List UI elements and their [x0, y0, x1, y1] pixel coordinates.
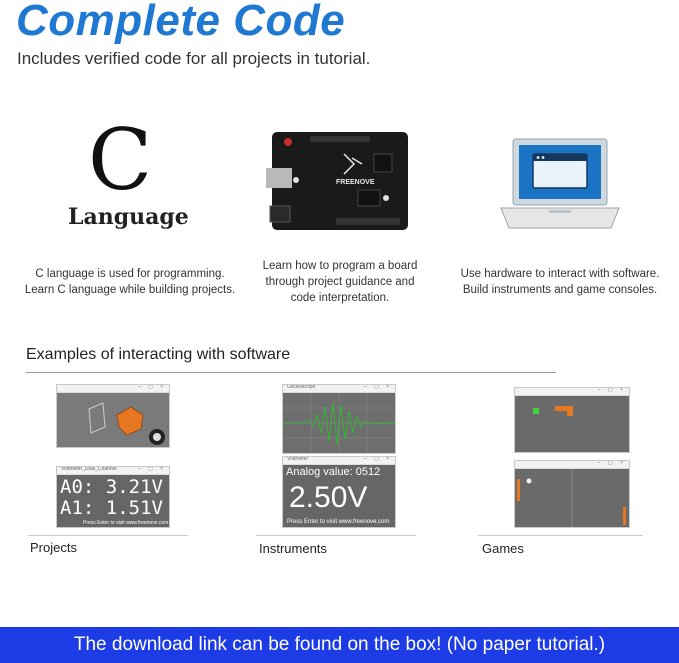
voltmeter-dual-pane: A0: 3.21V A1: 1.51V Press Enter to visit…: [57, 475, 169, 527]
pong-game-window: – ▢ ×: [514, 460, 630, 528]
instruments-label: Instruments: [259, 541, 327, 556]
c-logo-word: Language: [68, 204, 189, 230]
board-image: FREENOVE: [266, 132, 408, 230]
window-title: Voltmeter: [287, 456, 309, 462]
cube-scene: [57, 393, 169, 447]
label-rule: [28, 535, 188, 536]
feature-laptop-caption: Use hardware to interact with software. …: [445, 266, 675, 298]
volts-readout: 2.50V: [289, 481, 368, 514]
a0-readout: A0: 3.21V: [60, 476, 163, 498]
page-subtitle: Includes verified code for all projects …: [17, 49, 371, 68]
board-label: FREENOVE: [336, 179, 375, 186]
projects-label: Projects: [30, 540, 77, 555]
voltmeter-dual-window: Voltmeter_Dual_Channel– ▢ × A0: 3.21V A1…: [56, 466, 170, 528]
laptop-icon: [500, 138, 620, 229]
examples-heading: Examples of interacting with software: [26, 346, 291, 363]
download-banner: The download link can be found on the bo…: [0, 627, 679, 663]
caption-line: Learn how to program a board: [262, 260, 418, 272]
analog-readout: Analog value: 0512: [286, 466, 381, 478]
window-title: Voltmeter_Dual_Channel: [61, 466, 117, 472]
section-divider: [26, 372, 556, 373]
snake-board: [515, 396, 629, 452]
cube-window: – ▢ ×: [56, 384, 170, 448]
label-rule: [256, 535, 416, 536]
voltmeter-window: Voltmeter– ▢ × Analog value: 0512 2.50V …: [282, 456, 396, 528]
caption-line: through project guidance and: [265, 276, 415, 288]
window-titlebar: Voltmeter– ▢ ×: [283, 457, 395, 465]
caption-line: C language is used for programming.: [35, 268, 225, 280]
caption-line: Build instruments and game consoles.: [462, 284, 658, 296]
window-titlebar: Oscilloscope– ▢ ×: [283, 385, 395, 393]
feature-board-caption: Learn how to program a board through pro…: [240, 258, 440, 306]
window-title: Oscilloscope: [287, 384, 316, 390]
caption-line: code interpretation.: [290, 292, 390, 304]
window-footer: Press Enter to visit www.freenove.com: [83, 520, 169, 526]
window-titlebar: – ▢ ×: [57, 385, 169, 393]
caption-line: Use hardware to interact with software.: [460, 268, 660, 280]
oscilloscope-window: Oscilloscope– ▢ ×: [282, 384, 396, 454]
games-label: Games: [482, 541, 524, 556]
a1-readout: A1: 1.51V: [60, 497, 163, 519]
label-rule: [478, 535, 643, 536]
window-footer: Press Enter to visit www.freenove.com: [287, 519, 390, 525]
pong-board: [515, 469, 629, 527]
voltmeter-pane: Analog value: 0512 2.50V Press Enter to …: [283, 465, 395, 527]
snake-game-window: – ▢ ×: [514, 387, 630, 453]
c-logo-letter: C: [88, 111, 153, 209]
caption-line: Learn C language while building projects…: [24, 284, 236, 296]
page-title: Complete Code: [16, 0, 346, 45]
window-titlebar: – ▢ ×: [515, 388, 629, 396]
feature-c-caption: C language is used for programming. Lear…: [10, 266, 250, 298]
oscilloscope-scope: [283, 393, 395, 453]
window-titlebar: – ▢ ×: [515, 461, 629, 469]
window-titlebar: Voltmeter_Dual_Channel– ▢ ×: [57, 467, 169, 475]
